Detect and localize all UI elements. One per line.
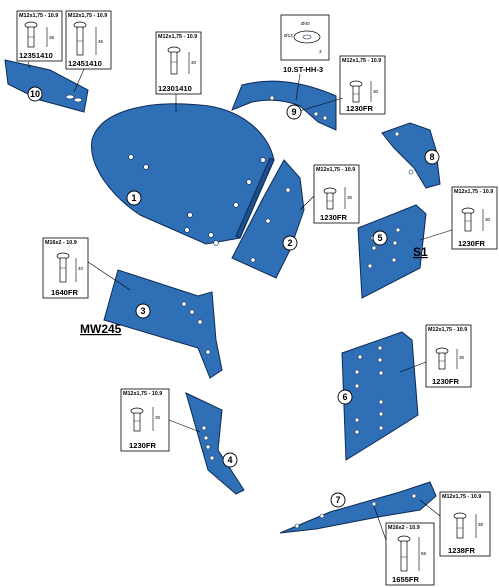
- svg-text:Ø13: Ø13: [284, 33, 293, 38]
- svg-text:40: 40: [78, 266, 84, 271]
- callout-7: 7: [330, 492, 346, 508]
- bolt-box-3: M12x1,75 - 10.9 30 12301410: [155, 31, 202, 95]
- bolt-box-1: M12x1,75 - 10.9 35 12351410: [16, 10, 63, 62]
- svg-text:5: 5: [377, 233, 382, 243]
- callout-2: 2: [282, 235, 298, 251]
- callout-9: 9: [286, 104, 302, 120]
- svg-text:2: 2: [287, 238, 292, 248]
- svg-text:M16x2 - 10.9: M16x2 - 10.9: [388, 525, 420, 531]
- svg-text:M12x1,75 - 10.9: M12x1,75 - 10.9: [158, 34, 197, 40]
- model-label-mw245: MW245: [80, 322, 122, 336]
- bolt-box-11: M16x2 - 10.9 55 1655FR: [385, 522, 435, 586]
- svg-text:6: 6: [342, 392, 347, 402]
- svg-text:M12x1,75 - 10.9: M12x1,75 - 10.9: [123, 391, 162, 397]
- svg-text:1230FR: 1230FR: [129, 441, 157, 450]
- svg-text:45: 45: [98, 39, 104, 44]
- svg-text:55: 55: [421, 551, 427, 556]
- svg-text:9: 9: [291, 107, 296, 117]
- part-3-share: [103, 269, 223, 379]
- svg-text:12451410: 12451410: [68, 59, 102, 68]
- svg-text:30: 30: [459, 355, 465, 360]
- svg-text:1238FR: 1238FR: [448, 546, 476, 555]
- svg-text:Ø40: Ø40: [301, 21, 310, 26]
- part-4-strip: [185, 392, 245, 495]
- svg-text:1655FR: 1655FR: [392, 575, 420, 584]
- washer-code: 10.ST-HH-3: [283, 65, 323, 74]
- part-7-point: [279, 481, 437, 534]
- bolt-box-6: M12x1,75 - 10.9 30 1230FR: [451, 186, 498, 250]
- bolt-box-7: M16x2 - 10.9 40 1640FR: [42, 237, 89, 299]
- svg-text:30: 30: [347, 195, 353, 200]
- svg-text:3: 3: [140, 306, 145, 316]
- svg-text:10: 10: [30, 89, 40, 99]
- callout-6: 6: [337, 389, 353, 405]
- part-5-plate: [357, 204, 427, 299]
- washer-box: Ø40 Ø13 3: [280, 14, 330, 61]
- svg-text:M12x1,75 - 10.9: M12x1,75 - 10.9: [19, 13, 58, 19]
- svg-text:30: 30: [155, 415, 161, 420]
- callout-3: 3: [135, 303, 151, 319]
- svg-text:M12x1,75 - 10.9: M12x1,75 - 10.9: [442, 494, 481, 500]
- model-label-s1: S1: [413, 245, 428, 259]
- part-10-strip: [4, 59, 89, 113]
- svg-text:30: 30: [373, 89, 379, 94]
- part-1-mouldboard: [91, 103, 275, 246]
- svg-text:M12x1,75 - 10.9: M12x1,75 - 10.9: [316, 167, 355, 173]
- svg-text:M16x2 - 10.9: M16x2 - 10.9: [45, 240, 77, 246]
- svg-text:30: 30: [485, 217, 491, 222]
- svg-text:1230FR: 1230FR: [458, 239, 486, 248]
- svg-text:4: 4: [227, 455, 232, 465]
- svg-text:1: 1: [131, 193, 136, 203]
- svg-text:3: 3: [319, 49, 322, 54]
- bolt-box-8: M12x1,75 - 10.9 30 1230FR: [425, 324, 472, 388]
- svg-text:M12x1,75 - 10.9: M12x1,75 - 10.9: [342, 58, 381, 64]
- bolt-box-5: M12x1,75 - 10.9 30 1230FR: [313, 164, 360, 224]
- callout-5: 5: [372, 230, 388, 246]
- svg-text:12301410: 12301410: [158, 84, 192, 93]
- svg-text:7: 7: [335, 495, 340, 505]
- svg-text:M12x1,75 - 10.9: M12x1,75 - 10.9: [454, 189, 493, 195]
- part-9-bar: [231, 80, 337, 131]
- bolt-box-10: M12x1,75 - 10.9 38 1238FR: [439, 491, 491, 557]
- svg-text:1230FR: 1230FR: [346, 104, 374, 113]
- svg-text:M12x1,75 - 10.9: M12x1,75 - 10.9: [428, 327, 467, 333]
- bolt-box-4: M12x1,75 - 10.9 30 1230FR: [339, 55, 386, 115]
- callout-4: 4: [222, 452, 238, 468]
- callout-1: 1: [126, 190, 142, 206]
- part-6-plate: [341, 331, 419, 461]
- part-8-bracket: [381, 122, 441, 189]
- svg-text:1230FR: 1230FR: [320, 213, 348, 222]
- callout-8: 8: [424, 149, 440, 165]
- svg-text:1640FR: 1640FR: [51, 288, 79, 297]
- svg-text:1230FR: 1230FR: [432, 377, 460, 386]
- bolt-box-9: M12x1,75 - 10.9 30 1230FR: [120, 388, 170, 452]
- callout-10: 10: [27, 86, 43, 102]
- svg-text:8: 8: [429, 152, 434, 162]
- bolt-box-2: M12x1,75 - 10.9 45 12451410: [65, 10, 112, 70]
- svg-text:M12x1,75 - 10.9: M12x1,75 - 10.9: [68, 13, 107, 19]
- svg-text:12351410: 12351410: [19, 51, 53, 60]
- svg-text:38: 38: [478, 522, 484, 527]
- svg-text:35: 35: [49, 35, 55, 40]
- svg-text:30: 30: [191, 60, 197, 65]
